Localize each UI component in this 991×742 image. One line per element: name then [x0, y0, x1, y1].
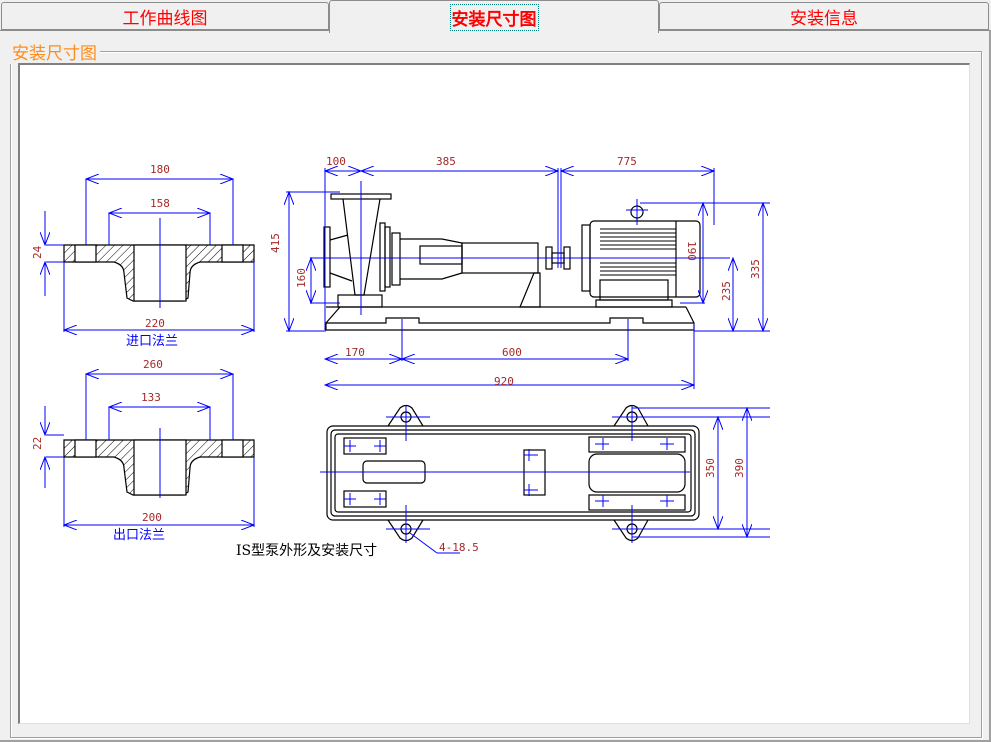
hole-spacing-dim: 600	[502, 346, 522, 359]
installation-drawing: 180 158 24 220 进口法兰	[31, 155, 770, 559]
outlet-flange-outline	[63, 439, 255, 496]
drawing-canvas: 180 158 24 220 进口法兰	[18, 63, 970, 724]
tab-panel: 安装尺寸图	[0, 30, 991, 742]
groupbox-title: 安装尺寸图	[9, 39, 100, 64]
pump-length-dim: 385	[436, 155, 456, 168]
anchor-holes-dim: 4-18.5	[439, 541, 479, 554]
inlet-outer-diameter-dim: 220	[145, 317, 165, 330]
motor-shaft-height-dim: 235	[720, 281, 733, 301]
pump-and-motor-outline	[323, 193, 701, 331]
base-offset-dim: 170	[345, 346, 365, 359]
outlet-bolt-circle-dim: 260	[143, 358, 163, 371]
inlet-bolt-circle-dim: 180	[150, 163, 170, 176]
inlet-flange-view: 180 158 24 220 进口法兰	[31, 163, 254, 349]
tab-label: 工作曲线图	[122, 8, 208, 29]
base-width-dim: 390	[733, 458, 746, 478]
inlet-thickness-dim: 24	[31, 245, 44, 259]
inlet-flange-outline	[63, 244, 255, 302]
inlet-raised-face-dim: 158	[150, 197, 170, 210]
motor-half-height-dim: 190	[685, 241, 698, 261]
tab-label: 安装信息	[790, 8, 858, 29]
tab-performance-curve[interactable]: 工作曲线图	[1, 2, 329, 30]
motor-length-dim: 775	[617, 155, 637, 168]
outlet-flange-view: 260 133 22 200 出口法兰	[31, 358, 254, 543]
outlet-outer-diameter-dim: 200	[142, 511, 162, 524]
motor-top-height-dim: 335	[749, 259, 762, 279]
side-view: 100 385 775 415 160 190 235 335 170 600 …	[269, 155, 770, 389]
suction-offset-dim: 100	[326, 155, 346, 168]
outlet-raised-face-dim: 133	[141, 391, 161, 404]
hole-spacing-width-dim: 350	[704, 458, 717, 478]
inlet-flange-label: 进口法兰	[126, 334, 178, 349]
plan-view: 350 390 4-18.5	[320, 404, 770, 554]
outlet-thickness-dim: 22	[31, 437, 44, 450]
total-height-dim: 415	[269, 233, 282, 253]
drawing-groupbox	[10, 51, 982, 738]
base-length-dim: 920	[494, 375, 514, 388]
tab-label: 安装尺寸图	[449, 3, 539, 31]
baseplate-outline	[326, 404, 700, 542]
drawing-caption: IS型泵外形及安装尺寸	[236, 543, 377, 559]
outlet-flange-label: 出口法兰	[113, 528, 165, 543]
pump-shaft-height-dim: 160	[295, 268, 308, 288]
tab-installation-info[interactable]: 安装信息	[659, 2, 989, 30]
tab-bar: 工作曲线图 安装尺寸图 安装信息	[0, 0, 991, 33]
tab-installation-dimensions[interactable]: 安装尺寸图	[329, 0, 659, 33]
